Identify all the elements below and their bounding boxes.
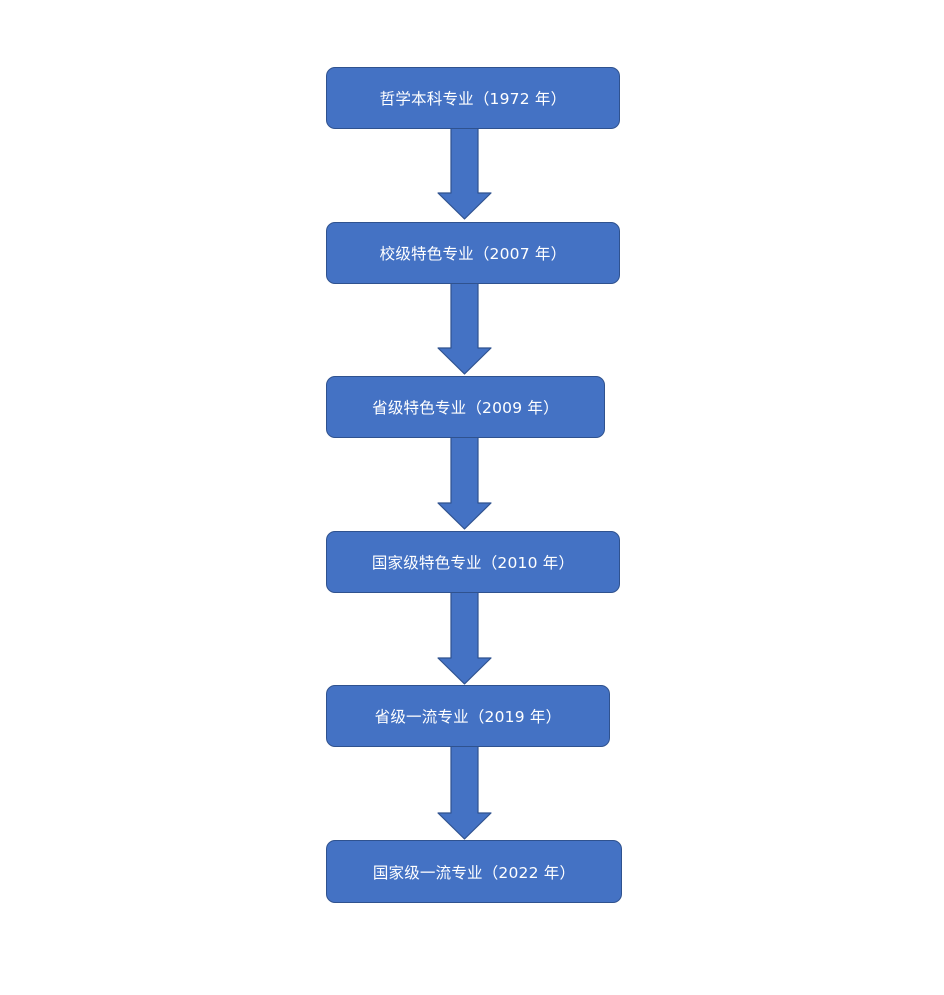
flowchart-node-1972: 哲学本科专业（1972 年） xyxy=(326,67,620,129)
node-label: 省级特色专业（2009 年） xyxy=(372,399,559,417)
node-label: 校级特色专业（2007 年） xyxy=(379,245,567,263)
down-arrow-icon xyxy=(437,591,492,685)
flowchart-node-2022: 国家级一流专业（2022 年） xyxy=(326,840,622,903)
down-arrow-icon xyxy=(437,745,492,840)
node-label: 哲学本科专业（1972 年） xyxy=(379,90,567,108)
flowchart-node-2019: 省级一流专业（2019 年） xyxy=(326,685,610,747)
down-arrow-icon xyxy=(437,282,492,375)
node-label: 国家级一流专业（2022 年） xyxy=(372,863,576,882)
flowchart-node-2009: 省级特色专业（2009 年） xyxy=(326,376,605,438)
down-arrow-icon xyxy=(437,436,492,530)
down-arrow-icon xyxy=(437,127,492,220)
node-label: 国家级特色专业（2010 年） xyxy=(371,554,575,572)
node-label: 省级一流专业（2019 年） xyxy=(374,708,562,726)
flowchart-node-2007: 校级特色专业（2007 年） xyxy=(326,222,620,284)
flowchart-node-2010: 国家级特色专业（2010 年） xyxy=(326,531,620,593)
